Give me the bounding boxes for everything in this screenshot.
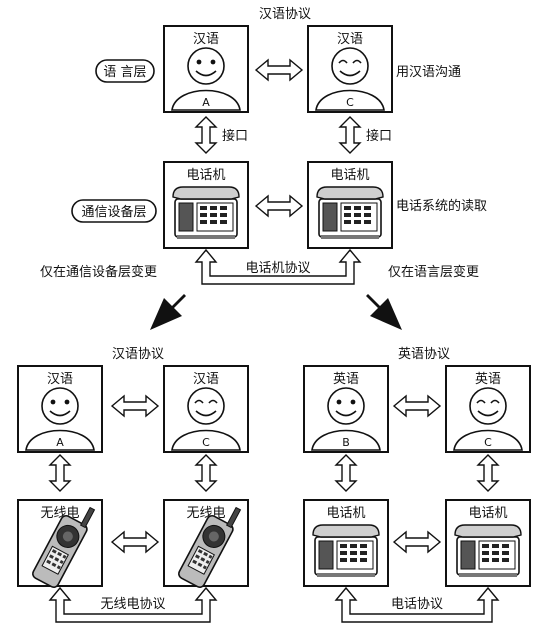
interface-arrow-icon — [477, 454, 499, 492]
interface-arrow-icon — [195, 454, 217, 492]
telephone-icon — [454, 524, 522, 578]
br-protocol-title: 英语协议 — [398, 347, 450, 362]
phone-protocol-arrow-bottom — [334, 586, 500, 623]
top-person-a-lang: 汉语 — [193, 32, 219, 47]
br-device-left-label: 电话机 — [326, 506, 365, 521]
device-layer-label: 通信设备层 — [81, 204, 146, 220]
br-phone-right-box: 电话机 — [445, 499, 531, 587]
language-layer-label: 语 言层 — [103, 65, 146, 80]
phone-protocol-bottom-label: 电话协议 — [391, 597, 443, 612]
bl-person-a-lang: 汉语 — [47, 372, 73, 387]
phone-protocol-arrow — [194, 248, 362, 285]
top-person-c-lang: 汉语 — [337, 32, 363, 47]
br-person-b-id: B — [342, 436, 350, 449]
phone-protocol-label: 电话机协议 — [245, 261, 310, 276]
br-phone-left-box: 电话机 — [303, 499, 389, 587]
bl-protocol-title: 汉语协议 — [112, 347, 164, 362]
bl-radio-right-box: 无线电 — [163, 497, 249, 590]
bl-person-a-id: A — [56, 436, 64, 449]
bl-person-a-box: 汉语 A — [17, 365, 103, 453]
top-person-a-box: 汉语 A — [163, 25, 249, 113]
caption-right: 仅在语言层变更 — [388, 264, 479, 280]
language-layer-badge — [95, 59, 155, 83]
double-arrow-icon — [255, 59, 303, 81]
double-arrow-icon — [111, 395, 159, 417]
br-person-b-lang: 英语 — [333, 372, 359, 387]
bl-person-c-lang: 汉语 — [193, 372, 219, 387]
interface-right-label: 接口 — [366, 128, 392, 144]
top-phone-left-label: 电话机 — [186, 168, 225, 183]
double-arrow-icon — [393, 531, 441, 553]
double-arrow-icon — [255, 195, 303, 217]
top-person-a-id: A — [202, 96, 210, 109]
down-left-arrow-icon — [150, 294, 186, 330]
radio-protocol-arrow — [48, 586, 218, 623]
br-person-b-box: 英语 B — [303, 365, 389, 453]
top-protocol-title: 汉语协议 — [259, 7, 311, 22]
br-person-c-lang: 英语 — [475, 372, 501, 387]
top-phone-right-label: 电话机 — [330, 168, 369, 183]
br-device-right-label: 电话机 — [468, 506, 507, 521]
radio-protocol-label: 无线电协议 — [100, 597, 165, 612]
top-phone-left-box: 电话机 — [163, 161, 249, 249]
telephone-icon — [312, 524, 380, 578]
device-layer-badge — [71, 199, 157, 223]
telephone-icon — [316, 186, 384, 240]
caption-left: 仅在通信设备层变更 — [40, 264, 157, 280]
top-phone-right-box: 电话机 — [307, 161, 393, 249]
bl-person-c-box: 汉语 C — [163, 365, 249, 453]
interface-arrow-icon — [335, 454, 357, 492]
interface-left-label: 接口 — [222, 128, 248, 144]
top-person-c-box: 汉语 C — [307, 25, 393, 113]
telephone-icon — [172, 186, 240, 240]
interface-arrow-icon — [49, 454, 71, 492]
communicate-note: 用汉语沟通 — [396, 65, 461, 80]
bl-radio-left-box: 无线电 — [17, 497, 103, 590]
interface-arrow-icon — [195, 116, 217, 154]
top-person-c-id: C — [346, 96, 354, 109]
br-person-c-id: C — [484, 436, 492, 449]
br-person-c-box: 英语 C — [445, 365, 531, 453]
double-arrow-icon — [111, 531, 159, 553]
bl-person-c-id: C — [202, 436, 210, 449]
phone-note: 电话系统的读取 — [396, 198, 487, 214]
down-right-arrow-icon — [366, 294, 402, 330]
double-arrow-icon — [393, 395, 441, 417]
interface-arrow-icon — [339, 116, 361, 154]
